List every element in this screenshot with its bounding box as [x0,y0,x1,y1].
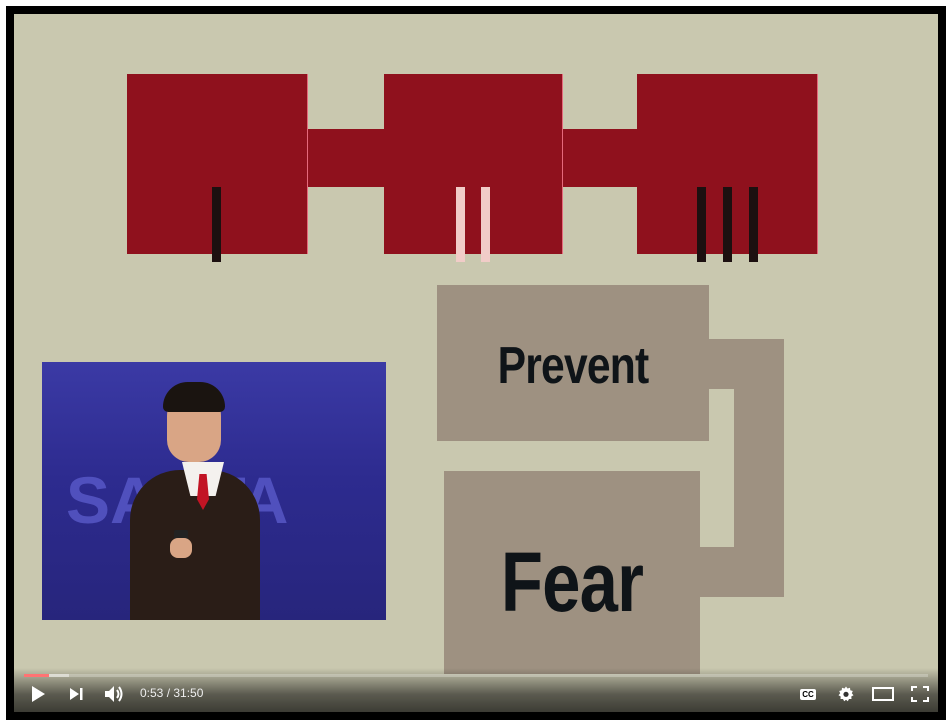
roman-box-two [384,74,562,262]
video-frame[interactable]: Prevent Fear SANTA [14,14,938,712]
player-controls: 0:53 / 31:50 CC [14,668,938,712]
settings-button[interactable] [832,680,860,708]
play-icon [32,686,45,702]
prevent-box [437,285,709,441]
speaker-hair [163,382,225,412]
numeral-bar [697,187,706,262]
video-player[interactable]: Prevent Fear SANTA [6,6,946,720]
theater-mode-button[interactable] [868,680,898,708]
roman-box-three [637,74,817,262]
numeral-bar [749,187,758,262]
time-display: 0:53 / 31:50 [140,686,204,700]
captions-icon: CC [800,688,816,700]
speaker-inset-video: SANTA [42,362,386,620]
buffer-indicator [24,674,70,677]
red-connector [307,129,384,187]
next-button[interactable] [62,680,90,708]
captions-button[interactable]: CC [794,680,822,708]
red-connector [562,129,637,187]
fear-label: Fear [500,535,644,629]
speaker-tie [197,474,209,510]
fullscreen-button[interactable] [906,680,934,708]
progress-bar[interactable] [24,674,928,677]
prevent-label: Prevent [497,337,650,395]
numeral-bar [481,187,490,262]
theater-mode-icon [872,687,894,701]
numeral-bar [456,187,465,262]
gray-connector [700,547,784,597]
volume-icon [105,686,123,702]
numeral-bar [723,187,732,262]
play-button[interactable] [24,680,52,708]
next-icon [70,688,83,700]
progress-fill [24,674,50,677]
numeral-bar [212,187,221,262]
speaker-hand [170,538,192,558]
roman-box-one [127,74,307,262]
fullscreen-icon [911,686,929,702]
volume-button[interactable] [100,680,128,708]
fear-box [444,471,700,674]
gear-icon [838,686,854,702]
